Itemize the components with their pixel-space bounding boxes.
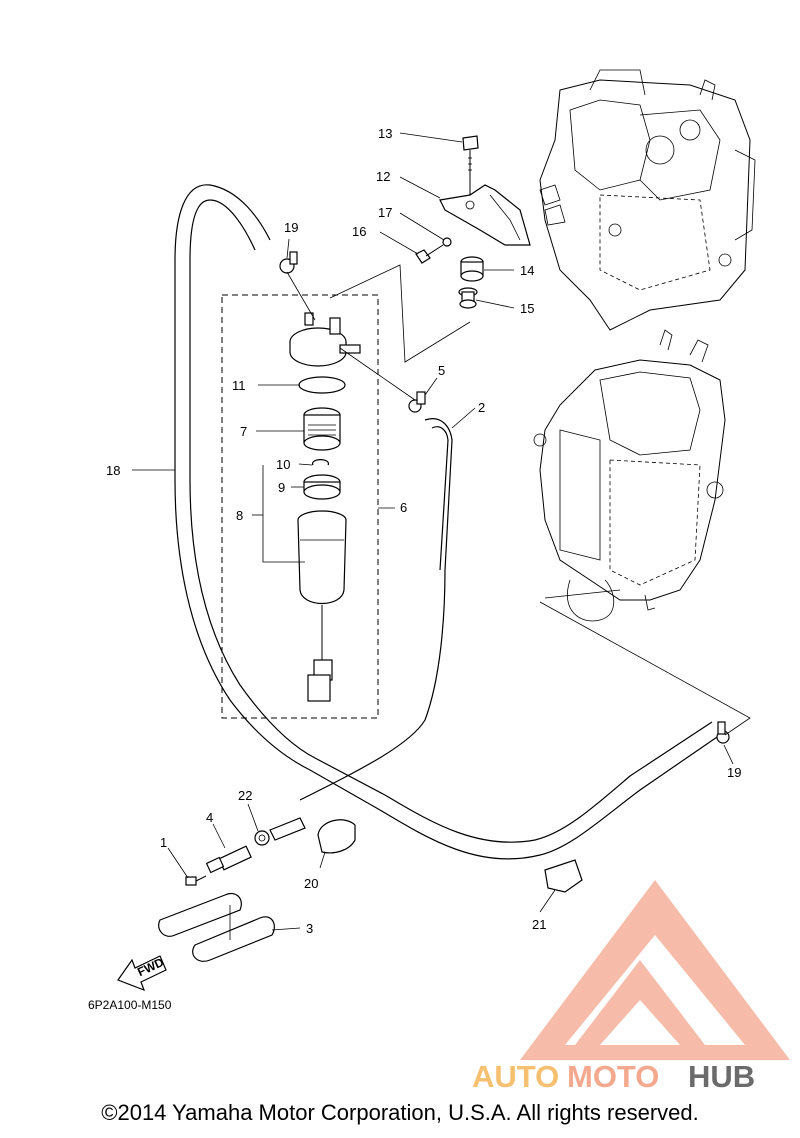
filter-cup-part-8 xyxy=(297,510,347,702)
hose-part-18 xyxy=(174,184,721,860)
bracket-part xyxy=(439,184,531,246)
wordmark-moto: MOTO xyxy=(567,1059,659,1094)
holder-part-20 xyxy=(317,819,356,854)
engine-upper-block xyxy=(539,69,756,331)
fwd-arrow-icon: FWD xyxy=(117,955,167,992)
callout-9: 9 xyxy=(278,480,285,495)
callout-3: 3 xyxy=(306,921,313,936)
filter-element-part-7 xyxy=(303,407,341,451)
collar-part-15 xyxy=(458,287,478,309)
callout-13: 13 xyxy=(378,126,392,141)
hose-part-2 xyxy=(299,418,453,801)
callout-14: 14 xyxy=(520,263,534,278)
filter-head-part xyxy=(289,312,361,367)
callout-19-top: 19 xyxy=(284,220,298,235)
clamp-part-5 xyxy=(408,391,426,413)
callout-8: 8 xyxy=(236,508,243,523)
callout-20: 20 xyxy=(304,876,318,891)
cover-part-3 xyxy=(158,892,275,962)
callout-6: 6 xyxy=(400,500,407,515)
callout-11: 11 xyxy=(232,378,246,393)
automotohub-wordmark: AUTO MOTO HUB xyxy=(472,1059,755,1094)
callout-16: 16 xyxy=(352,224,366,239)
hose-joint-part-4 xyxy=(205,845,252,874)
callout-2: 2 xyxy=(478,400,485,415)
clip-part-10 xyxy=(311,459,330,466)
callout-15: 15 xyxy=(520,301,534,316)
clamp-part-22 xyxy=(254,830,270,846)
callout-19-right: 19 xyxy=(727,765,741,780)
callout-21: 21 xyxy=(532,917,546,932)
callout-12: 12 xyxy=(376,169,390,184)
clamp-part-19-top xyxy=(279,251,298,274)
automotohub-logo xyxy=(520,880,790,1060)
callout-5: 5 xyxy=(438,363,445,378)
pipe-part xyxy=(269,817,306,841)
holder-part-21 xyxy=(544,859,583,893)
washer-part-17 xyxy=(442,237,452,247)
wordmark-auto: AUTO xyxy=(472,1059,559,1094)
callout-1: 1 xyxy=(160,835,167,850)
clamp-part-19-right xyxy=(716,721,730,744)
callout-17: 17 xyxy=(378,205,392,220)
bolt-part-13 xyxy=(462,135,479,195)
grommet-part-14 xyxy=(460,256,484,282)
bolt-part-1 xyxy=(185,875,207,886)
o-ring-part-11 xyxy=(298,376,346,394)
callout-22: 22 xyxy=(238,788,252,803)
bolt-part-16 xyxy=(415,244,444,264)
callout-7: 7 xyxy=(240,424,247,439)
copyright-notice: ©2014 Yamaha Motor Corporation, U.S.A. A… xyxy=(101,1100,699,1125)
callout-10: 10 xyxy=(276,457,290,472)
leader-lines xyxy=(132,132,751,931)
vapor-separator-assembly xyxy=(533,329,726,622)
callout-18: 18 xyxy=(106,463,120,478)
callout-4: 4 xyxy=(206,810,213,825)
float-part-9 xyxy=(303,474,341,500)
callout-numbers: 1 2 3 4 5 6 7 8 9 10 11 12 13 14 15 16 1… xyxy=(106,126,741,936)
wordmark-hub: HUB xyxy=(688,1059,755,1094)
diagram-code: 6P2A100-M150 xyxy=(88,998,172,1012)
